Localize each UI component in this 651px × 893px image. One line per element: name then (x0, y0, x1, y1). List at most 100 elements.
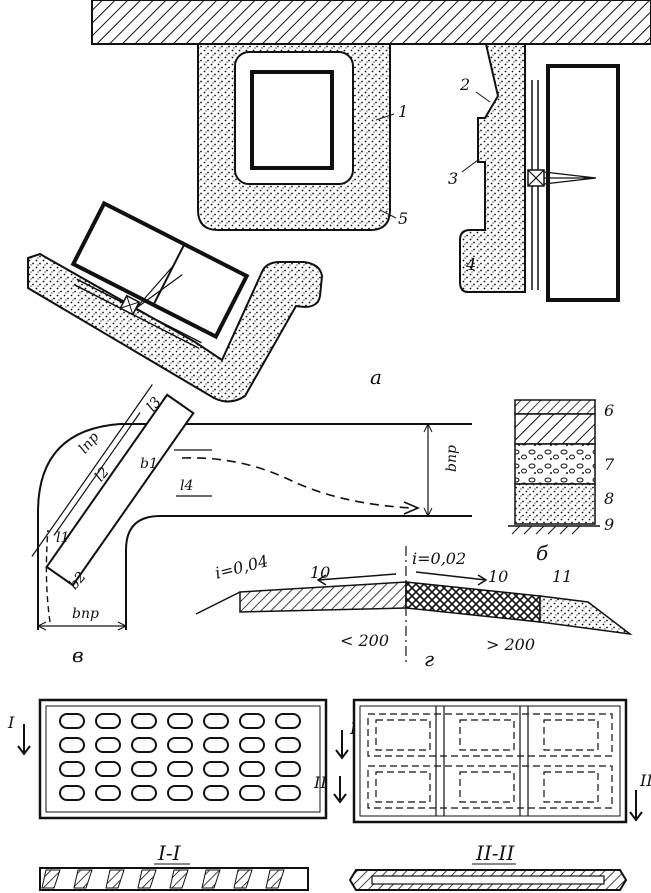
oval-opening (275, 737, 301, 753)
oval-opening (275, 785, 301, 801)
callout-1: 1 (398, 102, 408, 121)
vehicle-angled (70, 200, 250, 349)
cut-I-left (17, 724, 31, 756)
width-gt: > 200 (486, 635, 535, 654)
vehicle-right-plan (546, 64, 620, 302)
mark-I-left: I (7, 713, 15, 732)
section-I-webs (41, 869, 285, 889)
oval-opening (59, 761, 85, 777)
callout-2: 2 (459, 75, 470, 94)
callout-8: 8 (604, 489, 614, 508)
callout-4: 4 (465, 255, 476, 274)
layer-6b (514, 413, 596, 445)
mark-II-right: II (639, 771, 651, 790)
road-edge-outer (37, 423, 472, 630)
callout-7: 7 (604, 455, 615, 474)
callout-6: 6 (604, 401, 614, 420)
arc-arrow (45, 529, 51, 623)
oval-opening (203, 761, 229, 777)
callout-5: 5 (398, 209, 408, 228)
section-web (137, 869, 157, 889)
panel-v-turn: lпр l3 l2 b1 l4 l1 b2 bпр bпр в (31, 384, 472, 667)
dim-b-1: b1 (140, 456, 158, 472)
callout-10b: 10 (488, 567, 508, 586)
panel-label-g: г (424, 647, 434, 671)
section-II-II: II-II (348, 841, 628, 891)
cut-I-right (335, 730, 349, 760)
oval-opening (203, 737, 229, 753)
callout-10a: 10 (310, 563, 330, 582)
callout-3: 3 (448, 169, 458, 188)
callout-9: 9 (604, 515, 614, 534)
building-wall-hatched (91, 0, 651, 45)
trajectory-arrow (403, 501, 421, 515)
oval-opening (167, 761, 193, 777)
section-web (105, 869, 125, 889)
oval-openings (59, 713, 301, 801)
oval-opening (275, 761, 301, 777)
dim-l-1: l1 (56, 530, 69, 546)
section-web (41, 869, 61, 889)
pavement-angled (27, 252, 324, 403)
oval-opening (275, 713, 301, 729)
section-title-II: II-II (475, 841, 515, 865)
oval-opening (131, 785, 157, 801)
oval-opening (131, 737, 157, 753)
panel-label-b: б (536, 541, 549, 565)
oval-opening (59, 713, 85, 729)
oval-opening (95, 737, 121, 753)
truck-body-plan (250, 70, 334, 170)
slab-centre-cross (405, 581, 541, 623)
oval-opening (239, 713, 265, 729)
oval-opening (239, 737, 265, 753)
section-web (201, 869, 221, 889)
slope-right: i=0,02 (412, 549, 466, 568)
trajectory (181, 457, 413, 509)
oval-opening (203, 713, 229, 729)
ramp-strip-2-3-4 (459, 43, 526, 293)
panel-a-plan: 1 2 3 4 5 а (27, 0, 651, 403)
vehicle-turning (31, 384, 195, 587)
slope-left: i=0,04 (213, 551, 270, 583)
layer-8 (514, 483, 596, 525)
road-edge-inner (125, 515, 472, 630)
mark-II-left: II (313, 773, 327, 792)
oval-opening (131, 713, 157, 729)
dim-b-np-right: bпр (444, 445, 460, 472)
oval-opening (203, 785, 229, 801)
arrow-left (316, 573, 397, 586)
oval-opening (59, 737, 85, 753)
slab-left-plan: I I (7, 698, 357, 820)
layer-7 (514, 443, 596, 485)
ground-line-left (195, 591, 241, 615)
coupler-x (527, 169, 545, 187)
oval-opening (239, 761, 265, 777)
cut-II-left (333, 776, 347, 804)
panel-b-layers: 6 7 8 9 б (508, 399, 615, 565)
section-web (169, 869, 189, 889)
oval-opening (167, 713, 193, 729)
section-web (265, 869, 285, 889)
section-title-I: I-I (157, 841, 182, 865)
section-web (73, 869, 93, 889)
oval-opening (95, 713, 121, 729)
width-lt: < 200 (340, 631, 389, 650)
shoulder-11 (539, 595, 633, 636)
oval-opening (59, 785, 85, 801)
slab-left-hatched (239, 581, 407, 613)
panel-g-crossfall: i=0,04 i=0,02 10 10 11 < 200 > 200 г (195, 546, 633, 671)
section-I-I: I-I (39, 841, 309, 891)
oval-opening (239, 785, 265, 801)
panel-label-a: а (370, 365, 382, 389)
dim-b-np-bottom: bпр (72, 606, 99, 622)
oval-opening (167, 737, 193, 753)
oval-opening (95, 785, 121, 801)
oval-opening (131, 761, 157, 777)
slab-right-plan: II II (313, 698, 651, 824)
arrow-right (415, 571, 488, 586)
callout-11: 11 (552, 567, 572, 586)
section-web (233, 869, 253, 889)
dim-l-4: l4 (180, 478, 193, 494)
oval-opening (95, 761, 121, 777)
